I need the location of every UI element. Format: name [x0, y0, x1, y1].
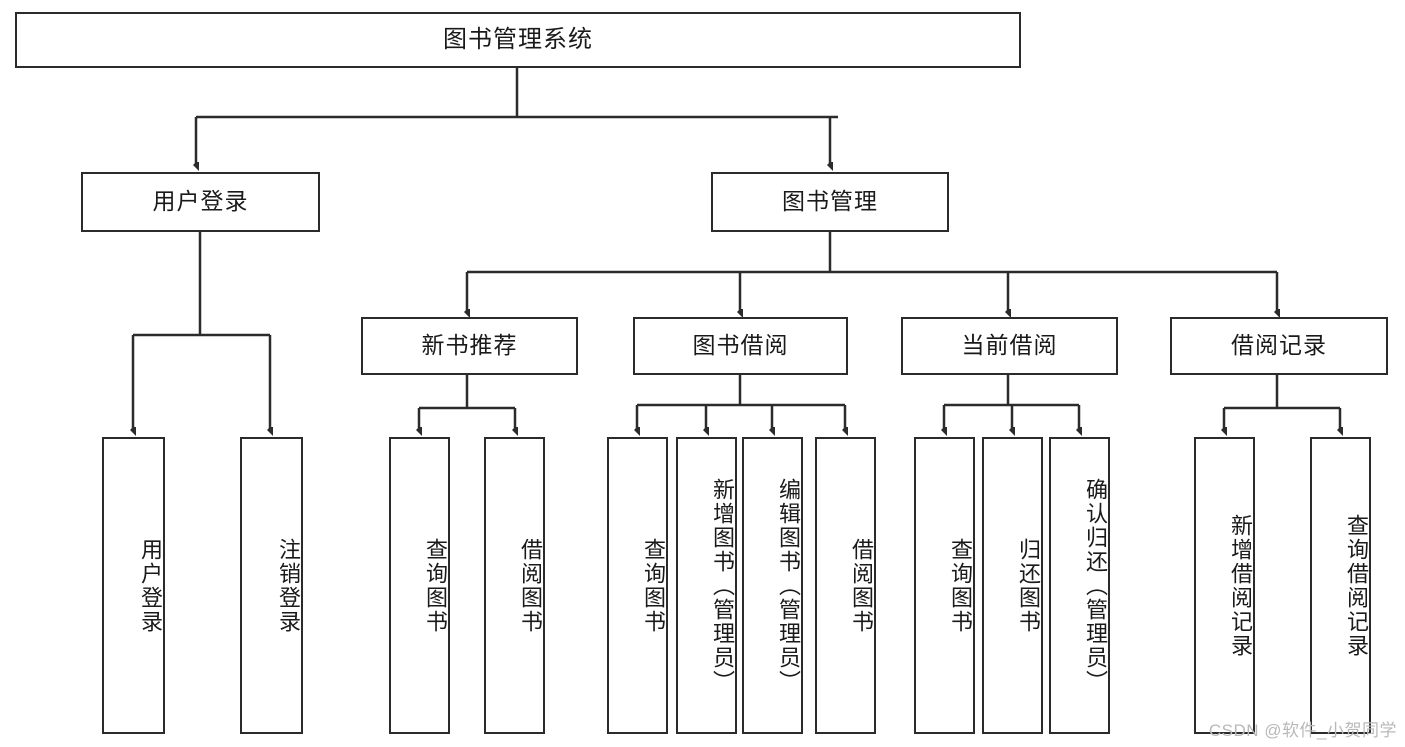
node-book-borrow-label: 图书借阅	[692, 332, 789, 359]
node-leaf-return-book-label: 归还图书	[1016, 537, 1041, 634]
node-leaf-edit-book[interactable]: 编辑图书（管理员）	[742, 437, 803, 734]
node-leaf-borrow-book-2-label: 借阅图书	[849, 537, 874, 634]
watermark: CSDN @软件_小贺同学	[1208, 721, 1397, 740]
node-root[interactable]: 图书管理系统	[15, 12, 1021, 68]
node-leaf-query-book-1-label: 查询图书	[423, 537, 448, 634]
node-leaf-query-book-3[interactable]: 查询图书	[914, 437, 975, 734]
node-leaf-user-logout-label: 注销登录	[276, 537, 301, 634]
node-leaf-query-book-2[interactable]: 查询图书	[607, 437, 668, 734]
node-leaf-user-login[interactable]: 用户登录	[102, 437, 165, 734]
node-current-borrow[interactable]: 当前借阅	[901, 317, 1118, 375]
node-leaf-add-book-label: 新增图书（管理员）	[710, 477, 735, 694]
node-leaf-return-book[interactable]: 归还图书	[982, 437, 1043, 734]
node-borrow-record[interactable]: 借阅记录	[1170, 317, 1388, 375]
node-leaf-query-record-label: 查询借阅记录	[1344, 513, 1369, 658]
node-leaf-query-record[interactable]: 查询借阅记录	[1310, 437, 1371, 734]
node-leaf-borrow-book-2[interactable]: 借阅图书	[815, 437, 876, 734]
node-leaf-confirm-return-label: 确认归还（管理员）	[1083, 477, 1108, 694]
node-leaf-user-logout[interactable]: 注销登录	[240, 437, 303, 734]
node-new-book-rec[interactable]: 新书推荐	[361, 317, 578, 375]
node-leaf-query-book-1[interactable]: 查询图书	[389, 437, 450, 734]
node-new-book-rec-label: 新书推荐	[421, 332, 518, 359]
node-borrow-record-label: 借阅记录	[1231, 332, 1327, 359]
node-leaf-add-record-label: 新增借阅记录	[1228, 513, 1253, 658]
node-leaf-borrow-book-1-label: 借阅图书	[518, 537, 543, 634]
node-current-borrow-label: 当前借阅	[961, 332, 1058, 359]
node-leaf-add-record[interactable]: 新增借阅记录	[1194, 437, 1255, 734]
node-user-login[interactable]: 用户登录	[81, 172, 320, 232]
node-leaf-query-book-2-label: 查询图书	[641, 537, 666, 634]
node-leaf-borrow-book-1[interactable]: 借阅图书	[484, 437, 545, 734]
node-book-borrow[interactable]: 图书借阅	[633, 317, 848, 375]
node-leaf-add-book[interactable]: 新增图书（管理员）	[676, 437, 737, 734]
node-leaf-edit-book-label: 编辑图书（管理员）	[776, 477, 801, 694]
node-user-login-label: 用户登录	[152, 188, 249, 215]
node-leaf-query-book-3-label: 查询图书	[948, 537, 973, 634]
node-leaf-user-login-label: 用户登录	[138, 537, 163, 634]
node-leaf-confirm-return[interactable]: 确认归还（管理员）	[1049, 437, 1110, 734]
node-root-label: 图书管理系统	[443, 25, 593, 53]
node-book-manage-label: 图书管理	[782, 188, 878, 215]
node-book-manage[interactable]: 图书管理	[711, 172, 949, 232]
